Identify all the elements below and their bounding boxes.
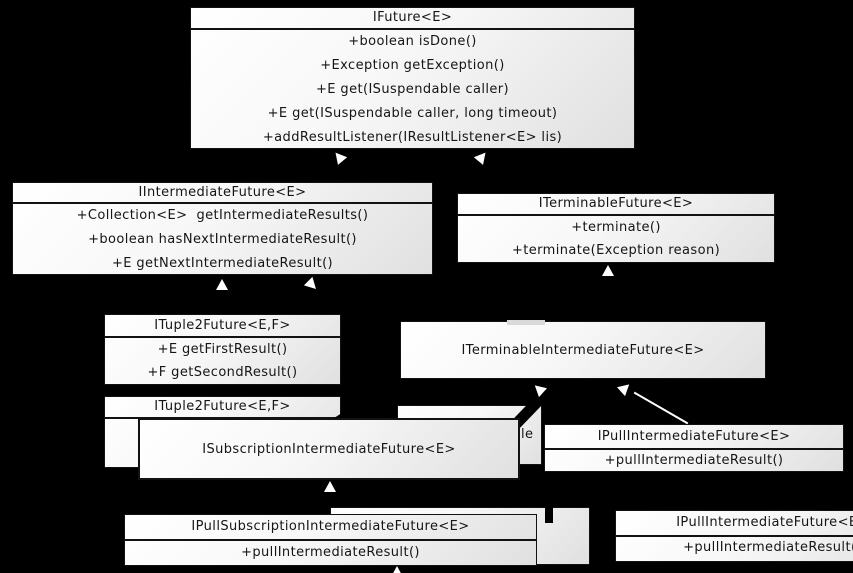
class-title: IIntermediateFuture<E>: [13, 183, 432, 204]
class-method: +pullIntermediateResult(): [604, 453, 784, 468]
class-isubscriptionintermediatefuture[interactable]: ISubscriptionIntermediateFuture<E>: [138, 418, 520, 480]
class-title: IPullIntermediateFuture<E>: [616, 511, 853, 537]
inheritance-arrowhead: [216, 279, 228, 290]
inheritance-arrowhead: [324, 481, 336, 492]
inheritance-arrowhead: [473, 148, 491, 165]
class-iintermediatefuture[interactable]: IIntermediateFuture<E> +Collection<E> ge…: [12, 182, 433, 275]
class-ipullintermediatefuture-1[interactable]: IPullIntermediateFuture<E> +pullIntermed…: [544, 424, 844, 472]
class-method: +addResultListener(IResultListener<E> li…: [262, 130, 563, 145]
class-method: +F getSecondResult(): [147, 365, 298, 380]
class-method: +terminate(): [571, 220, 661, 235]
class-ipullsubscriptionintermediatefuture[interactable]: IPullSubscriptionIntermediateFuture<E> +…: [124, 514, 537, 566]
class-title-fragment: le: [521, 427, 534, 442]
class-iterminableintermediatefuture[interactable]: ITerminableIntermediateFuture<E>: [400, 321, 766, 379]
class-method: +terminate(Exception reason): [511, 243, 721, 258]
inheritance-arrowhead: [602, 265, 614, 276]
class-method: +E get(ISuspendable caller, long timeout…: [267, 106, 558, 121]
class-title: ITerminableIntermediateFuture<E>: [461, 342, 705, 358]
class-ifuture[interactable]: IFuture<E> +boolean isDone() +Exception …: [190, 7, 635, 149]
class-method: +boolean hasNextIntermediateResult(): [88, 232, 357, 247]
class-ipullintermediatefuture-2[interactable]: IPullIntermediateFuture<E> +pullIntermed…: [615, 510, 853, 562]
inheritance-line-highlight: [633, 391, 689, 425]
class-method: +Collection<E> getIntermediateResults(): [76, 208, 369, 223]
class-ituple2future[interactable]: ITuple2Future<E,F> +E getFirstResult() +…: [104, 314, 341, 385]
class-title: ISubscriptionIntermediateFuture<E>: [202, 441, 456, 457]
class-title: IPullIntermediateFuture<E>: [545, 425, 843, 450]
class-title: ITerminableFuture<E>: [458, 194, 774, 216]
class-method: +E getFirstResult(): [157, 342, 288, 357]
class-method: +E get(ISuspendable caller): [315, 82, 509, 97]
class-title: IPullSubscriptionIntermediateFuture<E>: [125, 515, 536, 541]
class-method: +Exception getException(): [320, 58, 505, 73]
inheritance-line: [545, 505, 553, 523]
class-title: ITuple2Future<E,F>: [105, 315, 340, 338]
class-iterminablefuture[interactable]: ITerminableFuture<E> +terminate() +termi…: [457, 193, 775, 263]
class-method: +pullIntermediateResult(): [241, 545, 420, 560]
inheritance-arrowhead: [330, 148, 348, 165]
class-method: +boolean isDone(): [348, 34, 477, 49]
class-title: IFuture<E>: [191, 8, 634, 30]
arrow-remnant: [507, 320, 545, 325]
class-method: +E getNextIntermediateResult(): [111, 256, 334, 271]
inheritance-arrowhead: [391, 566, 403, 573]
class-method: +pullIntermediateResult(): [683, 540, 853, 555]
class-title: ITuple2Future<E,F>: [105, 397, 340, 419]
inheritance-arrowhead: [303, 276, 321, 294]
